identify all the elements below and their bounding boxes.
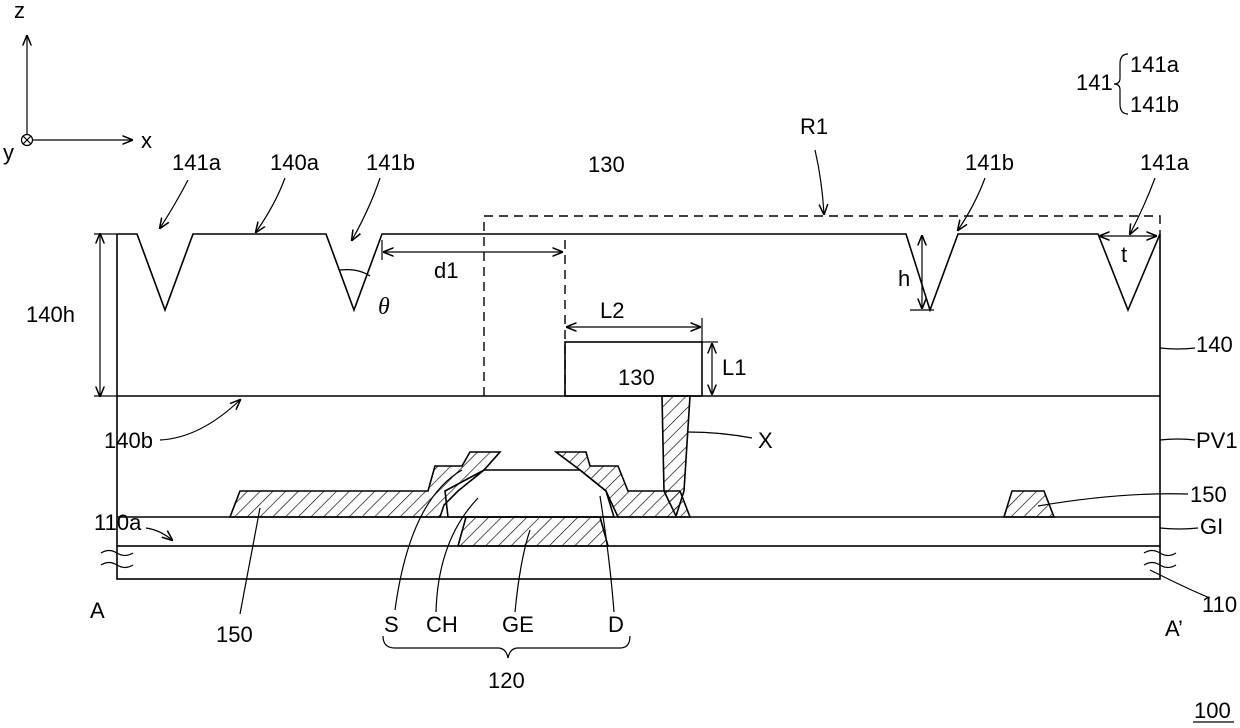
- label-d1: d1: [434, 258, 458, 283]
- label-140: 140: [1196, 332, 1233, 357]
- label-t: t: [1121, 242, 1127, 267]
- legend-group-label: 141: [1076, 70, 1113, 95]
- label-L1: L1: [722, 355, 746, 380]
- label-141a-right: 141a: [1140, 150, 1190, 175]
- source-electrode: [230, 452, 500, 517]
- label-110a: 110a: [94, 510, 142, 535]
- label-141b-right: 141b: [965, 150, 1014, 175]
- legend-item-141a: 141a: [1130, 52, 1180, 77]
- label-h: h: [898, 266, 910, 291]
- label-120: 120: [488, 668, 525, 693]
- label-150-left: 150: [216, 622, 253, 647]
- coordinate-axes: z x y: [3, 0, 152, 165]
- z-axis-label: z: [14, 0, 25, 23]
- legend-141: 141 141a 141b: [1076, 52, 1180, 117]
- x-axis-label: x: [141, 128, 152, 153]
- label-pv1: PV1: [1196, 428, 1238, 453]
- label-a-prime: A’: [1165, 616, 1183, 641]
- label-r1: R1: [800, 114, 828, 139]
- label-s: S: [384, 612, 399, 637]
- substrate-110: [101, 517, 1176, 579]
- label-140a: 140a: [270, 150, 320, 175]
- label-L2: L2: [600, 298, 624, 323]
- figure-number: 100: [1194, 698, 1231, 723]
- label-140b: 140b: [104, 428, 153, 453]
- label-150-right: 150: [1190, 482, 1227, 507]
- label-130: 130: [618, 365, 655, 390]
- label-141a-left: 141a: [172, 150, 222, 175]
- region-r1: [484, 216, 1160, 396]
- y-axis-label: y: [3, 140, 14, 165]
- labels: 141a 140a 141b R1 130 141b 141a 140h d1 …: [26, 114, 1238, 723]
- label-130-top: 130: [588, 152, 625, 177]
- label-140h: 140h: [26, 302, 75, 327]
- gate-electrode: [458, 517, 608, 546]
- label-ge: GE: [502, 612, 534, 637]
- label-theta: θ: [378, 294, 390, 320]
- label-gi: GI: [1200, 514, 1223, 539]
- label-d: D: [608, 612, 624, 637]
- legend-item-141b: 141b: [1130, 92, 1179, 117]
- label-ch: CH: [426, 612, 458, 637]
- label-x: X: [758, 428, 773, 453]
- label-110: 110: [1202, 592, 1237, 617]
- label-a: A: [90, 598, 105, 623]
- label-141b-left: 141b: [366, 150, 415, 175]
